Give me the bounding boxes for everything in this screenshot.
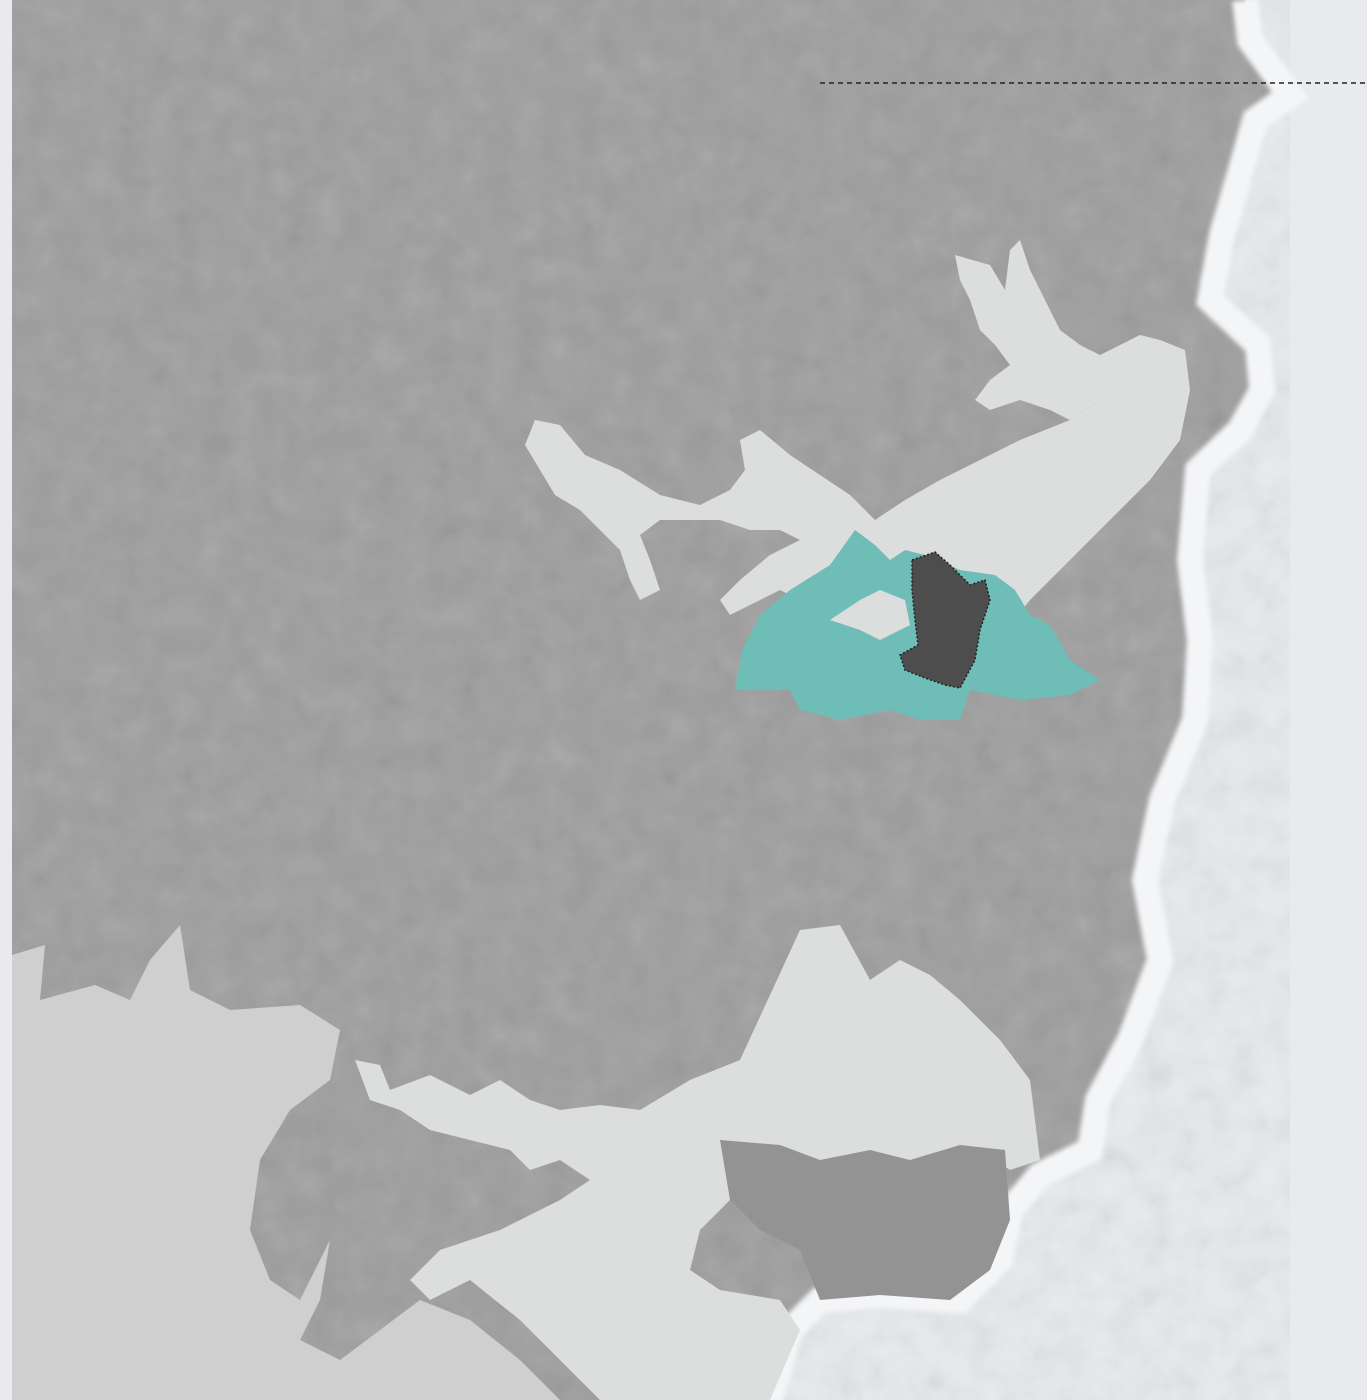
southern-bay [720,1140,1010,1300]
coast-halo [757,0,1309,1400]
western-river [355,925,1040,1400]
national-park-area [12,925,560,1400]
harbour-water [525,340,1190,625]
northern-inlet [955,240,1160,420]
region-harbour-cut [830,590,910,640]
site-boundary [899,551,991,689]
